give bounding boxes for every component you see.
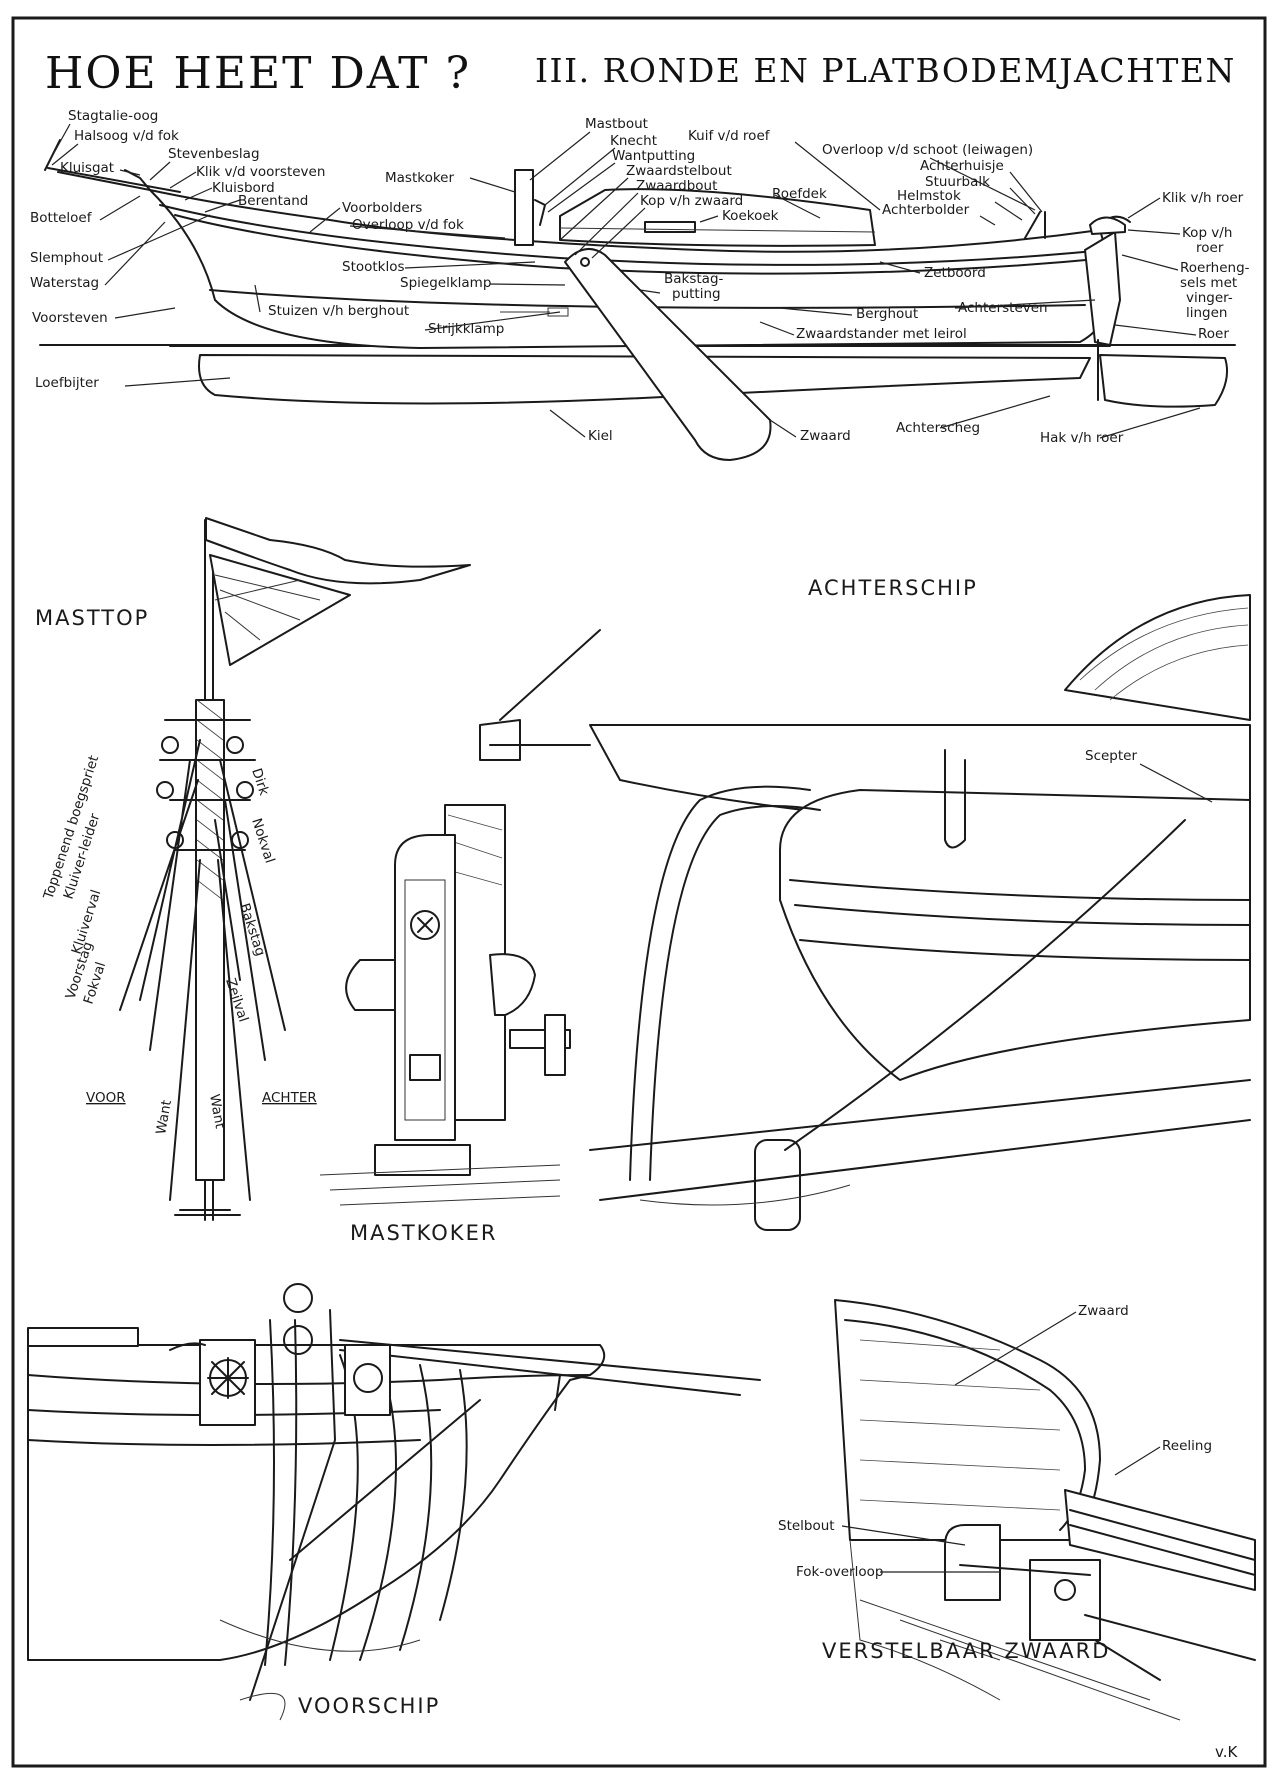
label-voor: VOOR (86, 1090, 126, 1106)
artist-signature: v.K (1215, 1743, 1238, 1761)
label-klik-roer: Klik v/h roer (1162, 190, 1244, 206)
label-loefbijter: Loefbijter (35, 375, 99, 391)
label-halsoog: Halsoog v/d fok (74, 128, 179, 144)
label-kluisgat: Kluisgat (60, 160, 114, 176)
label-stuizen: Stuizen v/h berghout (268, 303, 409, 319)
label-roerhengsels-3: vinger- (1186, 290, 1233, 306)
label-kop-roer-2: roer (1196, 240, 1224, 256)
label-botteloef: Botteloef (30, 210, 93, 226)
label-voorsteven: Voorsteven (32, 310, 108, 326)
label-detail-zwaard: Zwaard (1078, 1303, 1129, 1319)
masttop-caption: MASTTOP (35, 606, 149, 630)
achterschip-labels: ACHTERSCHIP Scepter (808, 576, 1213, 803)
label-spiegelklamp: Spiegelklamp (400, 275, 491, 291)
label-overloop-fok: Overloop v/d fok (352, 217, 464, 233)
label-achtersteven: Achtersteven (958, 300, 1048, 316)
label-achter: ACHTER (262, 1090, 317, 1106)
label-roerhengsels-2: sels met (1180, 275, 1237, 291)
label-zwaardstander: Zwaardstander met leirol (796, 326, 967, 342)
label-achterscheg: Achterscheg (896, 420, 980, 436)
label-want-right: Want (206, 1093, 228, 1130)
zwaard-detail-caption: VERSTELBAAR ZWAARD (822, 1639, 1110, 1663)
voorschip-drawing (27, 1283, 761, 1721)
label-helmstok: Helmstok (897, 188, 961, 204)
label-bakstagputting-2: putting (672, 286, 721, 302)
label-kop-zwaard: Kop v/h zwaard (640, 193, 743, 209)
masttop-drawing (119, 517, 471, 1221)
label-mastbout: Mastbout (585, 116, 648, 132)
label-zwaardbout: Zwaardbout (636, 178, 717, 194)
mastkoker-drawing (319, 804, 571, 1206)
label-wantputting: Wantputting (612, 148, 695, 164)
zwaard-detail-labels: Zwaard Reeling Stelbout Fok-overloop VER… (778, 1303, 1212, 1663)
label-roerhengsels-1: Roerheng- (1180, 260, 1250, 276)
label-stelbout: Stelbout (778, 1518, 835, 1534)
achterschip-caption: ACHTERSCHIP (808, 576, 978, 600)
label-koekoek: Koekoek (722, 208, 779, 224)
label-waterstag: Waterstag (30, 275, 99, 291)
label-roefdek: Roefdek (772, 186, 827, 202)
label-hak-roer: Hak v/h roer (1040, 430, 1124, 446)
label-roerhengsels-4: lingen (1186, 305, 1228, 321)
label-stevenbeslag: Stevenbeslag (168, 146, 260, 162)
label-stootklos: Stootklos (342, 259, 405, 275)
plate-subtitle: III. RONDE EN PLATBODEMJACHTEN (535, 51, 1236, 90)
label-kluisbord: Kluisbord (212, 180, 275, 196)
label-achterhuisje: Achterhuisje (920, 158, 1004, 174)
label-mastkoker: Mastkoker (385, 170, 454, 186)
label-berghout: Berghout (856, 306, 918, 322)
label-achterbolder: Achterbolder (882, 202, 970, 218)
label-stagtalie-oog: Stagtalie-oog (68, 108, 158, 124)
label-roer: Roer (1198, 326, 1229, 342)
label-scepter: Scepter (1085, 748, 1137, 764)
label-zwaardstelbout: Zwaardstelbout (626, 163, 732, 179)
label-stuurbalk: Stuurbalk (925, 174, 990, 190)
label-klik-voorsteven: Klik v/d voorsteven (196, 164, 325, 180)
label-kop-roer-1: Kop v/h (1182, 225, 1232, 241)
label-overloop-schoot: Overloop v/d schoot (leiwagen) (822, 142, 1033, 158)
plate-title: HOE HEET DAT ? (45, 48, 471, 99)
label-zwaard: Zwaard (800, 428, 851, 444)
label-slemphout: Slemphout (30, 250, 103, 266)
label-zetboord: Zetboord (924, 265, 986, 281)
label-fok-overloop: Fok-overloop (796, 1564, 883, 1580)
label-kuif-roef: Kuif v/d roef (688, 128, 771, 144)
label-reeling: Reeling (1162, 1438, 1212, 1454)
voorschip-caption: VOORSCHIP (298, 1694, 440, 1718)
label-kiel: Kiel (588, 428, 613, 444)
label-berentand: Berentand (238, 193, 308, 209)
achterschip-drawing (479, 594, 1251, 1231)
label-knecht: Knecht (610, 133, 657, 149)
zwaard-detail-drawing (834, 1299, 1256, 1721)
main-boat-leader-lines (49, 123, 1201, 439)
label-strijkklamp: Strijkklamp (428, 321, 504, 337)
label-want-left: Want (153, 1099, 175, 1136)
label-bakstagputting-1: Bakstag- (664, 271, 724, 287)
label-voorbolders: Voorbolders (342, 200, 422, 216)
mastkoker-caption: MASTKOKER (350, 1221, 497, 1245)
